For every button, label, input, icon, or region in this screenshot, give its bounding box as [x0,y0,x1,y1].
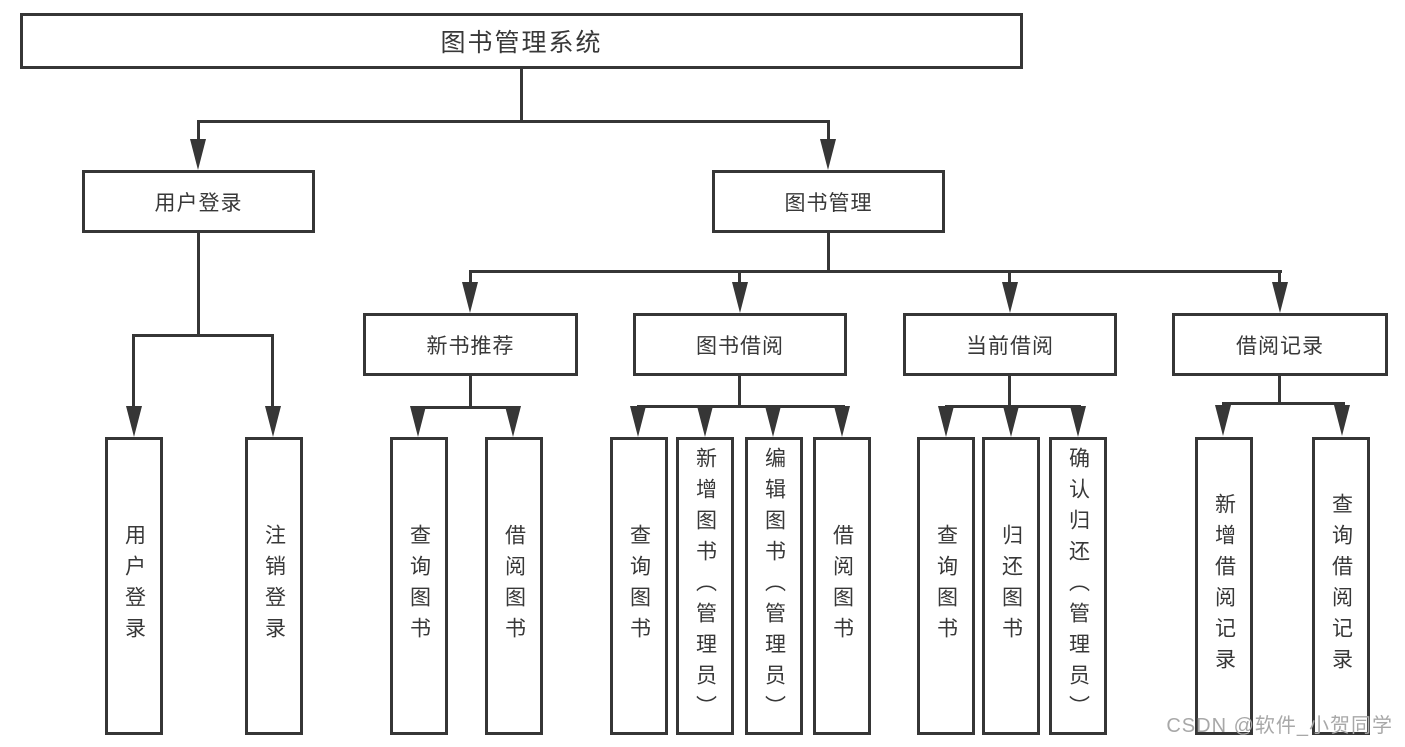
watermark: CSDN @软件_小贺同学 [1166,715,1393,737]
leaf-borrow-books-label: 借阅图书 [830,524,854,648]
node-user-login: 用户登录 [82,170,315,233]
leaf-borrow-books: 借阅图书 [813,437,871,735]
connector-line [197,233,200,336]
leaf-return-book: 归还图书 [982,437,1040,735]
leaf-add-borrow-record-label: 新增借阅记录 [1212,493,1236,679]
leaf-logout-label: 注销登录 [262,524,286,648]
down-arrow-icon [732,282,748,313]
down-arrow-icon [126,406,142,437]
leaf-return-book-label: 归还图书 [999,524,1023,648]
leaf-query-books-borrow: 查询图书 [610,437,668,735]
node-borrowing-records: 借阅记录 [1172,313,1388,376]
down-arrow-icon [1002,282,1018,313]
node-book-borrowing: 图书借阅 [633,313,847,376]
connector-line [197,120,200,148]
connector-line [738,376,741,408]
connector-line [637,405,845,408]
node-current-borrowing: 当前借阅 [903,313,1117,376]
connector-line [1278,376,1281,405]
leaf-confirm-return-admin: 确认归还（管理员） [1049,437,1107,735]
node-current-borrowing-label: 当前借阅 [966,334,1054,358]
connector-line [197,120,830,123]
leaf-user-login-label: 用户登录 [122,524,146,648]
leaf-edit-book-admin: 编辑图书（管理员） [745,437,803,735]
leaf-add-book-admin-label: 新增图书（管理员） [693,446,717,726]
connector-line [469,376,472,409]
node-user-login-label: 用户登录 [154,191,243,215]
leaf-query-books-recommend: 查询图书 [390,437,448,735]
down-arrow-icon [190,139,206,170]
connector-line [827,120,830,148]
down-arrow-icon [1215,405,1231,436]
node-book-borrowing-label: 图书借阅 [696,334,784,358]
down-arrow-icon [1272,282,1288,313]
connector-line [827,233,830,273]
leaf-logout: 注销登录 [245,437,303,735]
connector-line [1008,270,1011,285]
down-arrow-icon [1003,406,1019,437]
node-book-management-label: 图书管理 [784,191,873,215]
leaf-query-books-current: 查询图书 [917,437,975,735]
leaf-add-borrow-record: 新增借阅记录 [1195,437,1253,735]
connector-line [1222,402,1345,405]
down-arrow-icon [1334,405,1350,436]
leaf-borrow-books-recommend: 借阅图书 [485,437,543,735]
down-arrow-icon [765,406,781,437]
connector-line [469,270,472,285]
down-arrow-icon [938,406,954,437]
connector-line [469,270,1282,273]
down-arrow-icon [410,406,426,437]
node-root: 图书管理系统 [20,13,1023,69]
leaf-query-books-recommend-label: 查询图书 [407,524,431,648]
node-book-management: 图书管理 [712,170,945,233]
down-arrow-icon [462,282,478,313]
down-arrow-icon [505,406,521,437]
leaf-user-login: 用户登录 [105,437,163,735]
connector-line [738,270,741,285]
connector-line [271,334,274,409]
leaf-query-books-current-label: 查询图书 [934,524,958,648]
connector-line [1278,270,1281,285]
connector-line [132,334,135,409]
connector-line [1008,376,1011,408]
connector-line [417,406,516,409]
leaf-query-borrow-record: 查询借阅记录 [1312,437,1370,735]
leaf-add-book-admin: 新增图书（管理员） [676,437,734,735]
leaf-query-borrow-record-label: 查询借阅记录 [1329,493,1353,679]
leaf-confirm-return-admin-label: 确认归还（管理员） [1066,446,1090,726]
down-arrow-icon [1070,406,1086,437]
down-arrow-icon [820,139,836,170]
down-arrow-icon [630,406,646,437]
node-borrowing-records-label: 借阅记录 [1236,334,1324,358]
leaf-edit-book-admin-label: 编辑图书（管理员） [762,446,786,726]
node-new-book-recommend-label: 新书推荐 [426,334,515,358]
down-arrow-icon [697,406,713,437]
leaf-borrow-books-recommend-label: 借阅图书 [502,524,526,648]
down-arrow-icon [265,406,281,437]
connector-line [520,69,523,122]
down-arrow-icon [834,406,850,437]
node-root-label: 图书管理系统 [440,29,603,57]
connector-line [132,334,274,337]
leaf-query-books-borrow-label: 查询图书 [627,524,651,648]
node-new-book-recommend: 新书推荐 [363,313,578,376]
